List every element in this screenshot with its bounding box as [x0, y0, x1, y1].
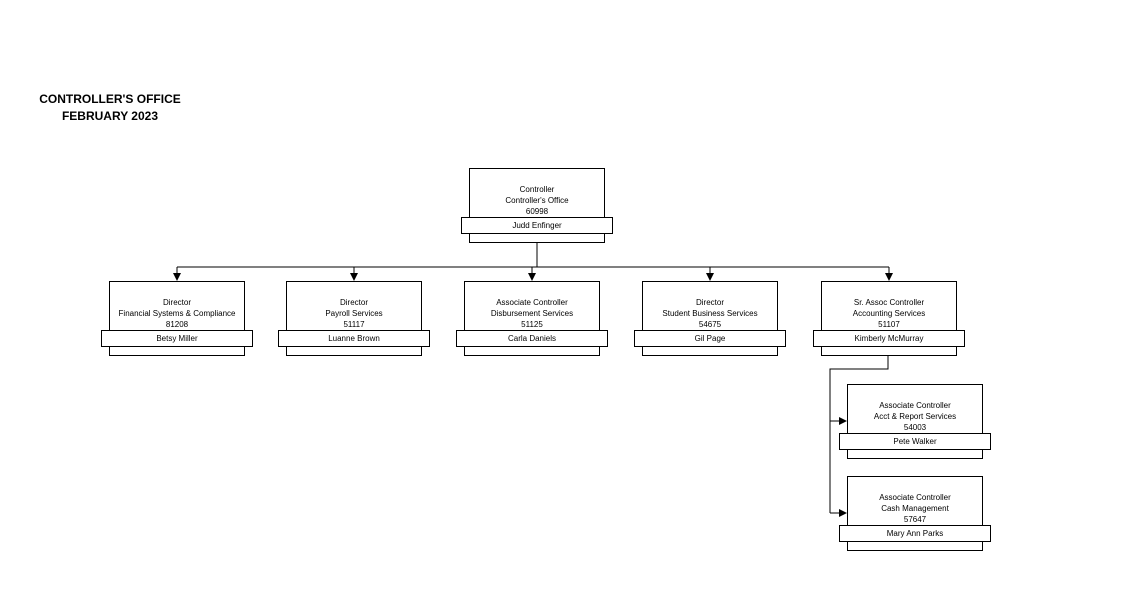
unit-code: 54675: [698, 320, 722, 329]
unit-name: Disbursement Services: [490, 309, 574, 318]
org-box-info: Director Financial Systems & Compliance …: [109, 297, 245, 330]
person-name: Kimberly McMurray: [813, 330, 965, 347]
role-title: Associate Controller: [496, 298, 568, 307]
org-box-director-5: Sr. Assoc Controller Accounting Services…: [813, 281, 965, 356]
person-name: Mary Ann Parks: [839, 525, 991, 542]
page-title: CONTROLLER'S OFFICE: [39, 92, 181, 106]
org-box-director-3: Associate Controller Disbursement Servic…: [456, 281, 608, 356]
unit-name: Acct & Report Services: [873, 412, 957, 421]
unit-code: 54003: [903, 423, 927, 432]
role-title: Controller: [519, 185, 555, 194]
org-box-info: Sr. Assoc Controller Accounting Services…: [821, 297, 957, 330]
unit-name: Payroll Services: [325, 309, 383, 318]
org-box-controller: Controller Controller's Office 60998 Jud…: [461, 168, 613, 243]
org-box-director-1: Director Financial Systems & Compliance …: [101, 281, 253, 356]
person-name: Judd Enfinger: [461, 217, 613, 234]
unit-name: Student Business Services: [662, 309, 758, 318]
org-box-sub-2: Associate Controller Cash Management 576…: [839, 476, 991, 551]
subtree-connector: [829, 355, 889, 513]
role-title: Director: [339, 298, 368, 307]
org-box-director-2: Director Payroll Services 51117 Luanne B…: [278, 281, 430, 356]
unit-name: Cash Management: [881, 504, 949, 513]
org-box-info: Director Student Business Services 54675: [642, 297, 778, 330]
unit-code: 51117: [343, 320, 365, 329]
unit-name: Accounting Services: [852, 309, 926, 318]
org-box-info: Controller Controller's Office 60998: [469, 184, 605, 217]
role-title: Associate Controller: [879, 401, 951, 410]
org-box-director-4: Director Student Business Services 54675…: [634, 281, 786, 356]
unit-code: 57647: [903, 515, 927, 524]
unit-name: Financial Systems & Compliance: [118, 309, 236, 318]
person-name: Carla Daniels: [456, 330, 608, 347]
role-title: Director: [162, 298, 191, 307]
unit-code: 81208: [165, 320, 189, 329]
person-name: Gil Page: [634, 330, 786, 347]
unit-name: Controller's Office: [505, 196, 569, 205]
org-box-info: Director Payroll Services 51117: [286, 297, 422, 330]
unit-code: 51107: [878, 320, 900, 329]
person-name: Pete Walker: [839, 433, 991, 450]
org-box-info: Associate Controller Acct & Report Servi…: [847, 400, 983, 433]
org-box-info: Associate Controller Cash Management 576…: [847, 492, 983, 525]
role-title: Sr. Assoc Controller: [853, 298, 925, 307]
org-box-sub-1: Associate Controller Acct & Report Servi…: [839, 384, 991, 459]
person-name: Betsy Miller: [101, 330, 253, 347]
unit-code: 51125: [521, 320, 543, 329]
unit-code: 60998: [525, 207, 549, 216]
person-name: Luanne Brown: [278, 330, 430, 347]
page-subtitle: FEBRUARY 2023: [61, 109, 159, 123]
role-title: Director: [695, 298, 724, 307]
org-box-info: Associate Controller Disbursement Servic…: [464, 297, 600, 330]
role-title: Associate Controller: [879, 493, 951, 502]
